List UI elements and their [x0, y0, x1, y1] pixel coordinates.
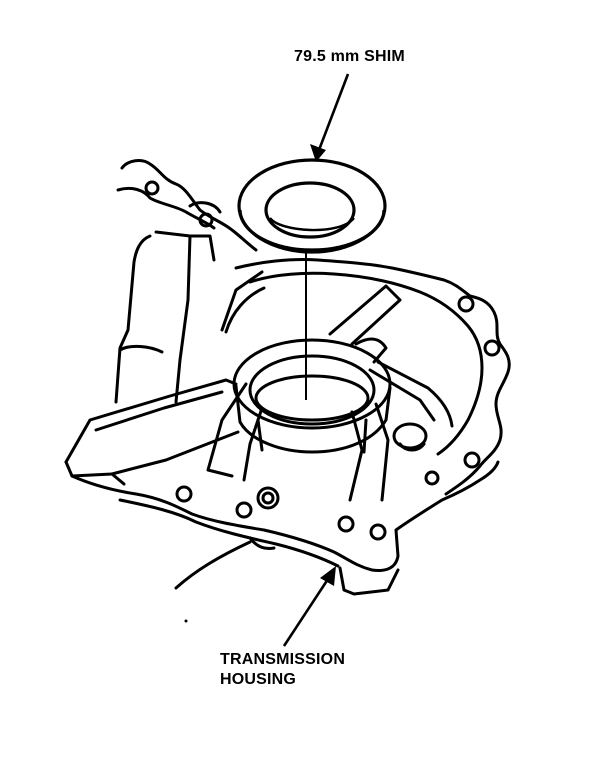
shim-label: 79.5 mm SHIM — [294, 48, 405, 65]
shim — [237, 158, 387, 254]
housing-leader-arrow — [282, 566, 336, 647]
shim-leader-arrow — [310, 73, 350, 162]
print-speck — [184, 619, 188, 623]
transmission-housing-label-line2: HOUSING — [220, 671, 297, 688]
transmission-housing-label: TRANSMISSION HOUSING — [220, 650, 345, 690]
transmission-housing — [64, 159, 511, 596]
transmission-housing-label-line1: TRANSMISSION — [220, 651, 346, 668]
